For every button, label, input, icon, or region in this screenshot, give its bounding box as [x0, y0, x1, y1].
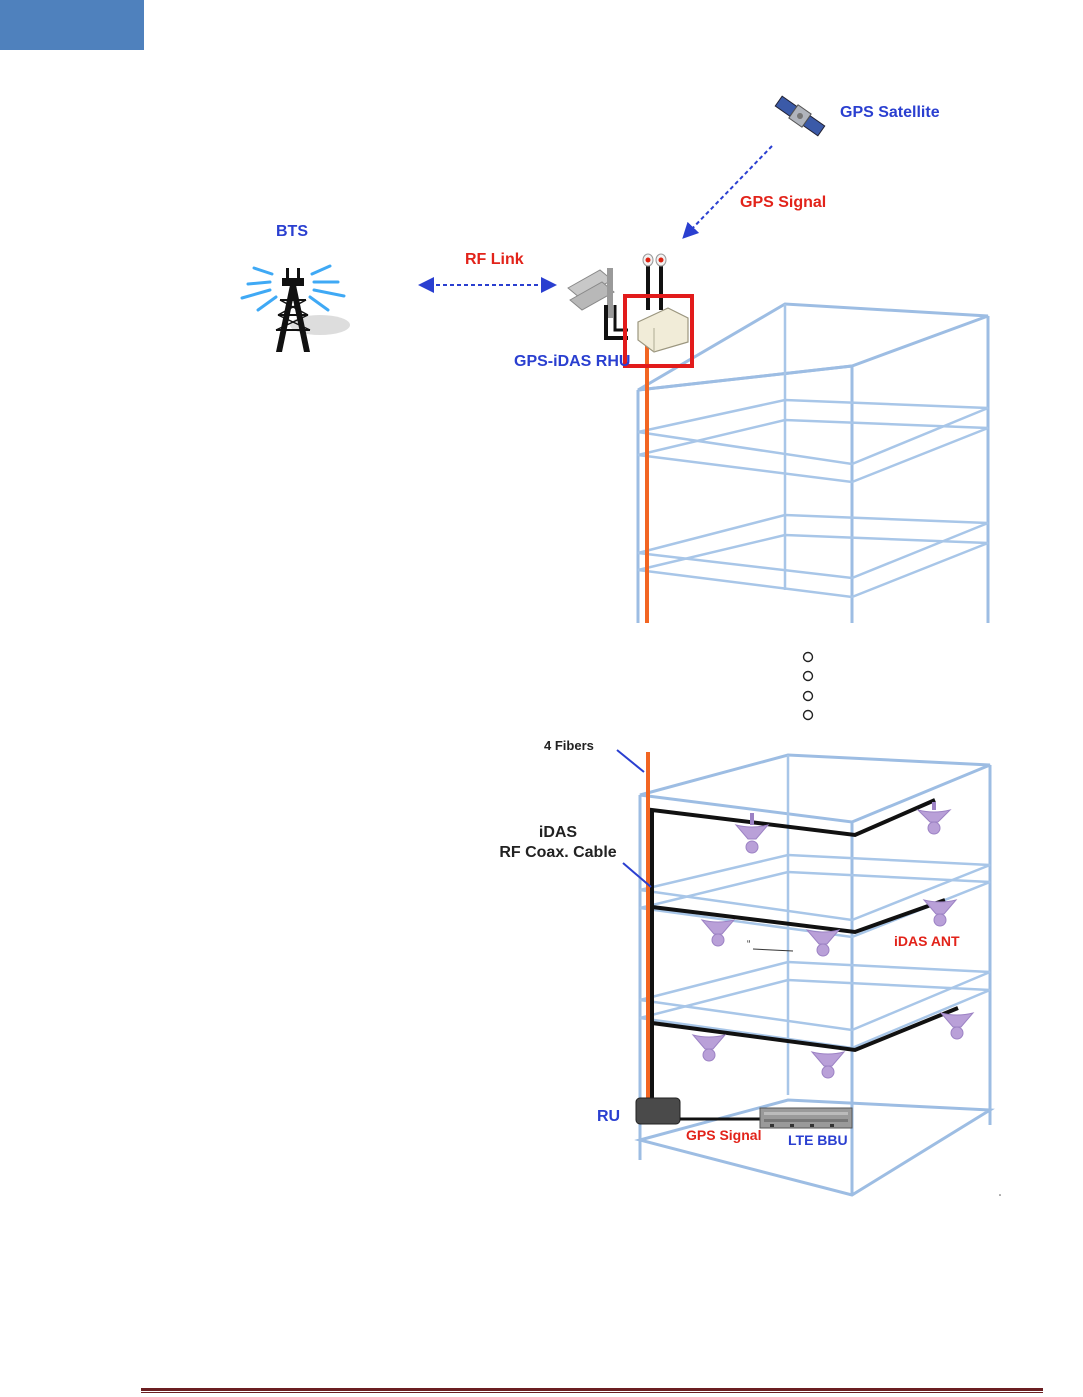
ceiling-antenna-icon	[924, 900, 956, 926]
label-idas-ant: iDAS ANT	[894, 933, 960, 949]
ceiling-antenna-icon	[812, 1052, 844, 1078]
label-rf-link: RF Link	[465, 251, 524, 268]
label-rf-coax-cable: RF Coax. Cable	[499, 844, 616, 861]
continuation-dots	[804, 653, 813, 720]
ru-unit-icon	[636, 1098, 680, 1124]
label-lte-bbu: LTE BBU	[788, 1132, 848, 1148]
ceiling-antenna-icon	[693, 1035, 725, 1061]
bbu-rack-icon	[760, 1108, 852, 1128]
label-idas: iDAS	[539, 824, 578, 841]
fibers-pointer	[617, 750, 644, 772]
footer-rule	[141, 1388, 1043, 1391]
label-gps-idas-rhu: GPS-iDAS RHU	[514, 353, 630, 370]
gps-signal-arrow	[685, 146, 772, 236]
ceiling-antenna-icon	[702, 920, 734, 946]
coax-runs	[652, 800, 958, 1100]
label-gps-satellite: GPS Satellite	[840, 104, 940, 121]
satellite-icon	[774, 95, 826, 138]
gps-antenna-icon	[643, 254, 666, 310]
label-gps-signal-bottom: GPS Signal	[686, 1127, 761, 1143]
label-gps-signal-top: GPS Signal	[740, 194, 826, 211]
footer-rule-thin	[141, 1392, 1043, 1393]
label-4-fibers: 4 Fibers	[544, 738, 594, 753]
rhu-unit-icon	[638, 308, 688, 352]
svg-text:“: “	[747, 939, 750, 950]
cell-tower-icon	[242, 266, 350, 352]
label-bts: BTS	[276, 223, 308, 240]
ceiling-antenna-icon	[941, 1013, 973, 1039]
label-ru: RU	[597, 1108, 620, 1125]
ceiling-antenna-icon	[807, 930, 839, 956]
